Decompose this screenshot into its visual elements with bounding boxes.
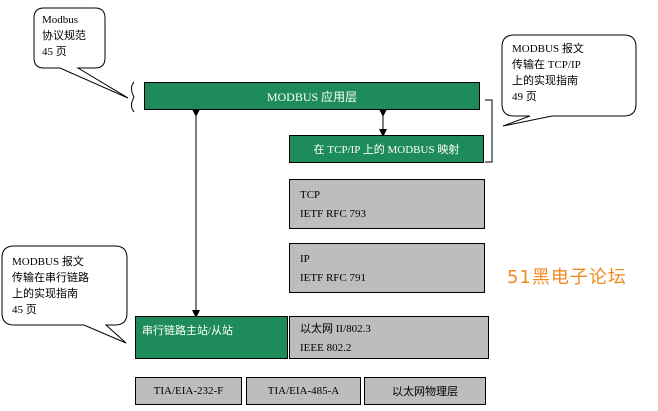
layer-tcp-line: TCP [300, 189, 321, 201]
physical-rs232-label: TIA/EIA-232-F [153, 385, 224, 397]
physical-rs485-label: TIA/EIA-485-A [267, 385, 340, 397]
layer-tcp-mapping: 在 TCP/IP 上的 MODBUS 映射 [289, 135, 484, 163]
physical-ethernet: 以太网物理层 [364, 377, 486, 405]
callout-top-left: Modbus 协议规范 45 页 [42, 12, 86, 60]
layer-tcp-line: IETF RFC 793 [300, 208, 367, 220]
physical-ethernet-label: 以太网物理层 [392, 386, 458, 398]
callout-left-line: 上的实现指南 [12, 288, 78, 300]
layer-ethernet-line: 以太网 II/802.3 [300, 323, 371, 335]
callout-top-left-line: 45 页 [42, 46, 67, 58]
callout-left-line: MODBUS 报文 [12, 256, 84, 268]
physical-rs485: TIA/EIA-485-A [246, 377, 361, 405]
callout-left-line: 传输在串行链路 [12, 272, 89, 284]
layer-tcp: TCP IETF RFC 793 [289, 179, 485, 229]
callout-top-left-line: Modbus [42, 14, 79, 26]
layer-serial-master-slave-label: 串行链路主站/从站 [142, 325, 234, 337]
callout-top-right-line: 上的实现指南 [512, 75, 578, 87]
watermark-text: 51黑电子论坛 [507, 267, 627, 288]
layer-ip-line: IP [300, 253, 310, 265]
callout-bubble-top-right [501, 34, 637, 127]
layer-serial-master-slave: 串行链路主站/从站 [135, 316, 288, 359]
callout-left: MODBUS 报文 传输在串行链路 上的实现指南 45 页 [12, 254, 89, 318]
bracket-right [485, 99, 493, 163]
callout-top-right-line: MODBUS 报文 [512, 43, 584, 55]
layer-ip: IP IETF RFC 791 [289, 243, 485, 293]
callout-bubble-top-left [33, 7, 129, 99]
callout-top-right: MODBUS 报文 传输在 TCP/IP 上的实现指南 49 页 [512, 41, 584, 105]
callout-top-right-line: 传输在 TCP/IP [512, 59, 581, 71]
callout-top-left-line: 协议规范 [42, 30, 86, 42]
callout-left-line: 45 页 [12, 304, 37, 316]
layer-ethernet-line: IEEE 802.2 [300, 342, 352, 354]
layer-application-label: MODBUS 应用层 [266, 89, 358, 104]
layer-application: MODBUS 应用层 [144, 82, 480, 110]
bracket-left [131, 81, 135, 113]
layer-ip-line: IETF RFC 791 [300, 272, 367, 284]
callout-top-right-line: 49 页 [512, 91, 537, 103]
callout-bubble-left [1, 245, 128, 344]
layer-ethernet: 以太网 II/802.3 IEEE 802.2 [289, 316, 489, 359]
physical-rs232: TIA/EIA-232-F [135, 377, 242, 405]
layer-tcp-mapping-label: 在 TCP/IP 上的 MODBUS 映射 [313, 144, 460, 156]
